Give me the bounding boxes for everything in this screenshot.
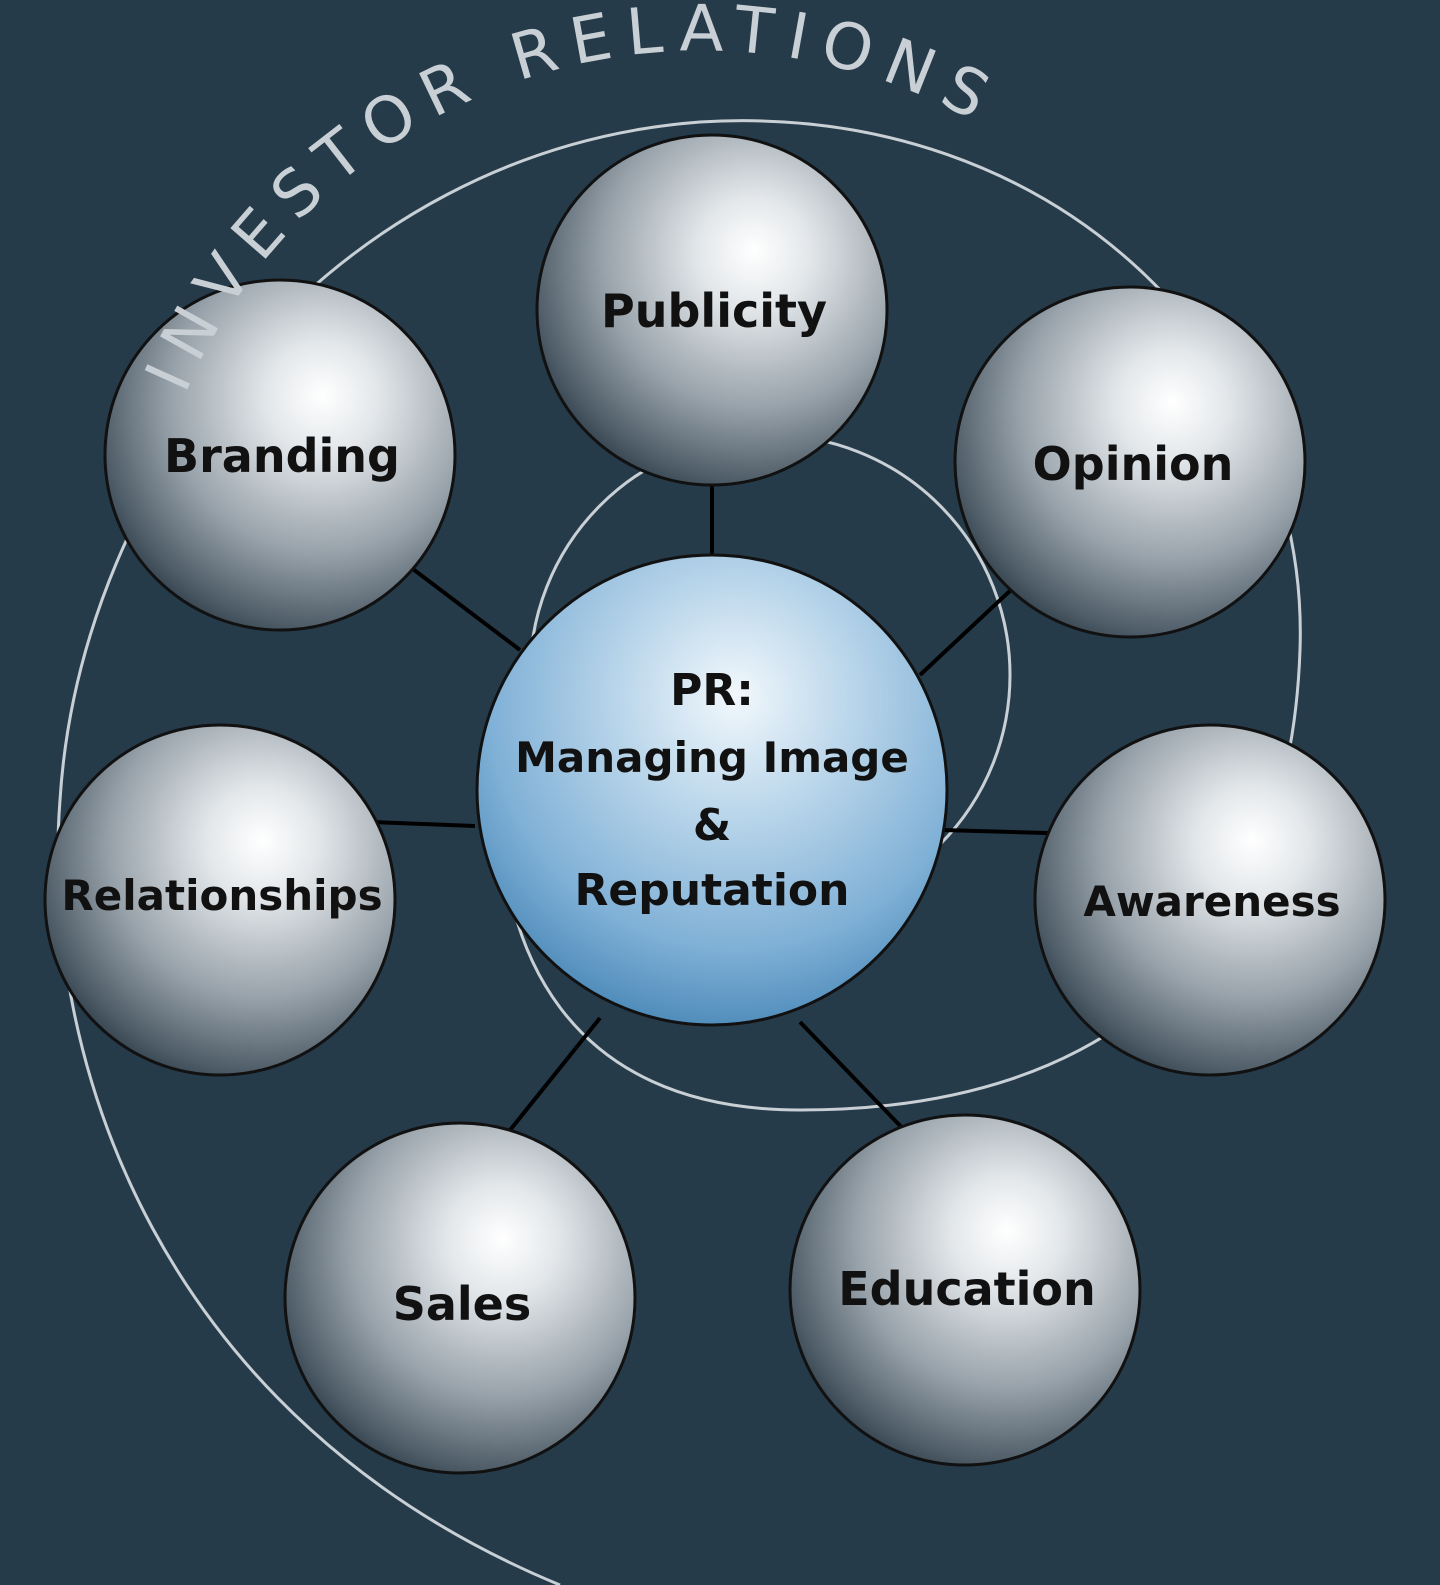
node-education: Education [788,1113,1142,1467]
node-awareness: Awareness [1033,723,1387,1077]
center-label-line-3: & [693,800,731,851]
node-label-relationships: Relationships [61,871,382,920]
sphere-education [788,1113,1142,1467]
node-publicity: Publicity [535,133,889,487]
node-label-education: Education [838,1262,1096,1316]
node-branding: Branding [103,278,457,632]
node-label-opinion: Opinion [1033,437,1234,491]
node-relationships: Relationships [43,723,397,1077]
sphere-opinion [953,285,1307,639]
center-label-line-1: PR: [670,665,754,716]
node-label-branding: Branding [164,429,400,483]
node-sales: Sales [283,1121,637,1475]
center-label-line-4: Reputation [575,865,850,916]
node-label-sales: Sales [393,1277,532,1331]
center-sphere [475,553,949,1027]
node-opinion: Opinion [953,285,1307,639]
sphere-publicity [535,133,889,487]
sphere-sales [283,1121,637,1475]
sphere-awareness [1033,723,1387,1077]
center-node: PR: Managing Image & Reputation [475,553,949,1027]
center-label-line-2: Managing Image [515,733,909,782]
sphere-relationships [43,723,397,1077]
node-label-publicity: Publicity [601,284,827,338]
node-label-awareness: Awareness [1083,877,1340,926]
sphere-branding [103,278,457,632]
